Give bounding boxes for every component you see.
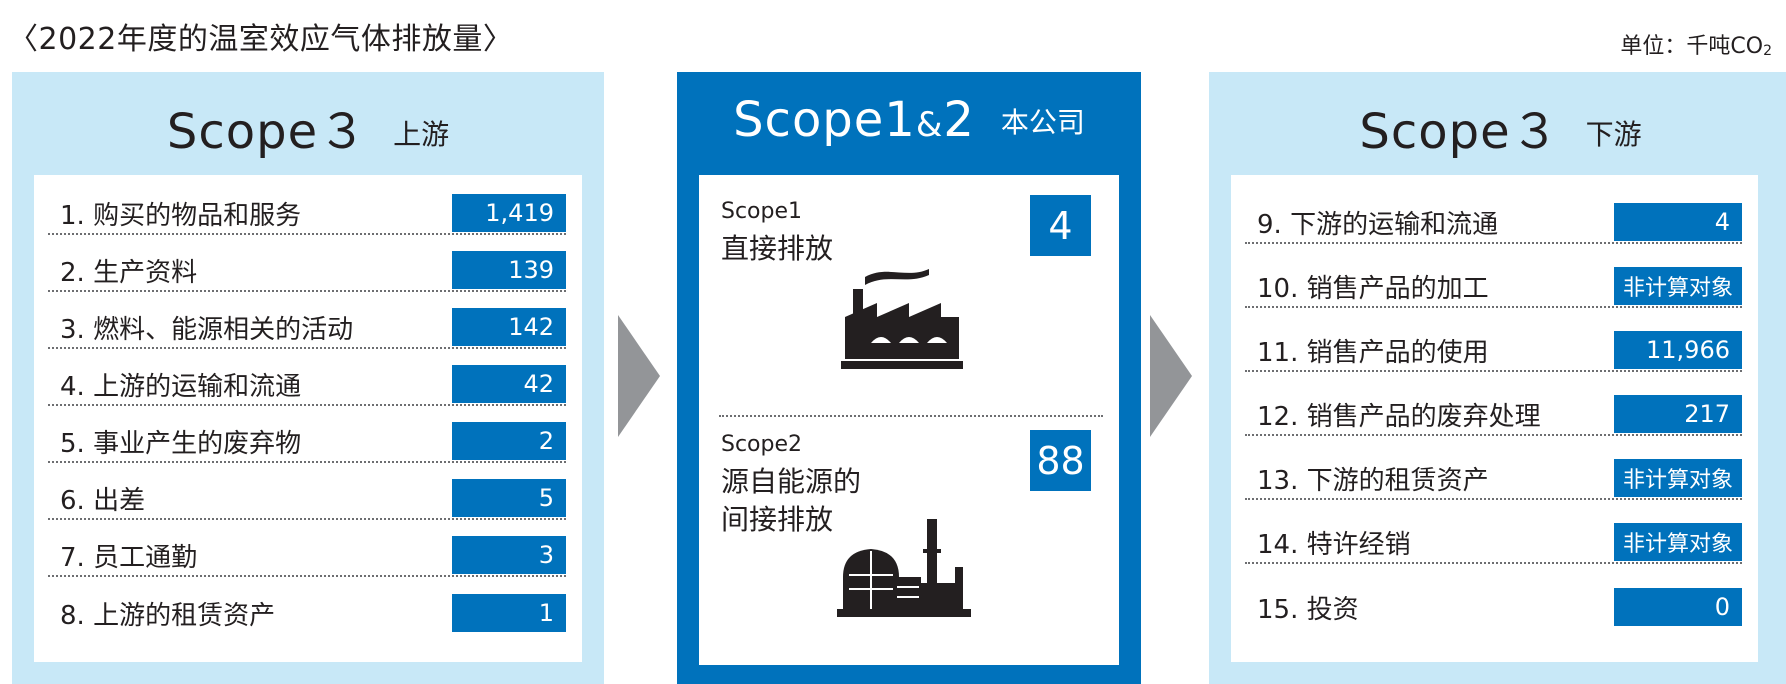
power-plant-icon: [837, 519, 971, 617]
arrow-right-icon: [1150, 315, 1192, 437]
downstream-header: Scope３ 下游: [1209, 92, 1786, 162]
upstream-scope-title: Scope３: [166, 104, 368, 160]
upstream-subtitle: 上游: [393, 118, 450, 151]
company-panel: Scope1&2 本公司 Scope1 直接排放 4 Scope2 源自能源的 间…: [677, 72, 1141, 684]
scope1-desc: 直接排放: [721, 232, 834, 265]
list-item: 13. 下游的租赁资产非计算对象: [1245, 458, 1742, 500]
scope2-desc: 源自能源的 间接排放: [721, 465, 862, 536]
downstream-subtitle: 下游: [1585, 118, 1642, 151]
scope1-section: Scope1 直接排放: [721, 199, 833, 268]
company-card: Scope1 直接排放 4 Scope2 源自能源的 间接排放 88: [699, 175, 1119, 665]
upstream-header: Scope３ 上游: [12, 92, 604, 162]
section-divider: [719, 415, 1103, 417]
factory-icon: [841, 269, 963, 369]
company-header: Scope1&2 本公司: [677, 92, 1141, 148]
scope1-name: Scope1: [721, 199, 803, 224]
scope1-value: 4: [1030, 195, 1091, 256]
list-item: 10. 销售产品的加工非计算对象: [1245, 266, 1742, 308]
scope2-value: 88: [1030, 430, 1091, 491]
scope2-name: Scope2: [721, 432, 803, 457]
page-title: 〈2022年度的温室效应气体排放量〉: [8, 22, 514, 57]
downstream-scope-title: Scope３: [1359, 104, 1560, 160]
list-item: 14. 特许经销非计算对象: [1245, 522, 1742, 564]
arrow-right-icon: [618, 315, 660, 437]
company-scope-title: Scope1&2: [733, 92, 975, 148]
scope2-section: Scope2 源自能源的 间接排放: [721, 432, 861, 539]
unit-label: 单位：千吨CO2: [1620, 34, 1772, 59]
company-subtitle: 本公司: [1000, 106, 1085, 139]
